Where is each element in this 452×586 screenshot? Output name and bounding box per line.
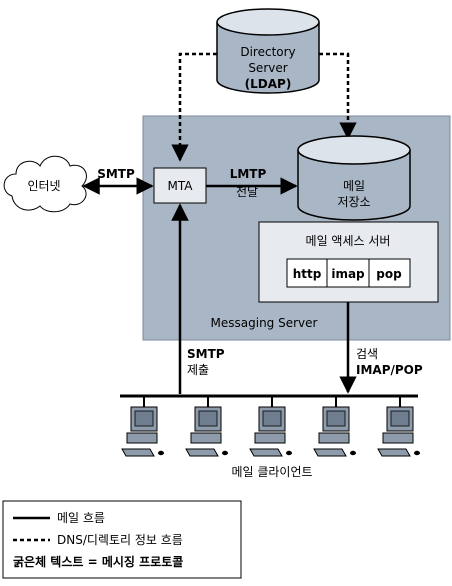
internet-label: 인터넷 bbox=[27, 179, 60, 193]
smtp-internet-label: SMTP bbox=[97, 167, 135, 181]
mail-access-server-title: 메일 액세스 서버 bbox=[306, 234, 391, 248]
protocol-box-http bbox=[286, 258, 328, 288]
mail-client-computer bbox=[185, 396, 228, 457]
directory-server-line2: Server bbox=[248, 61, 287, 75]
mail-client-computer bbox=[313, 396, 356, 457]
legend-dashed-label: DNS/디렉토리 정보 흐름 bbox=[57, 533, 183, 547]
dashed-link-mta bbox=[171, 52, 217, 162]
mail-store-line1: 메일 bbox=[343, 179, 365, 193]
legend-bold-note: 굵은체 텍스트 = 메시징 프로토콜 bbox=[13, 554, 183, 569]
legend-solid-label: 메일 흐름 bbox=[57, 511, 105, 525]
directory-server-cylinder bbox=[216, 8, 320, 94]
internet-cloud bbox=[3, 155, 87, 213]
lmtp-label: LMTP bbox=[230, 167, 267, 181]
directory-server-line3: (LDAP) bbox=[245, 77, 292, 91]
mail-clients bbox=[121, 396, 420, 457]
retrieve-caption: 검색 bbox=[356, 347, 378, 361]
dashed-link-store bbox=[319, 52, 357, 140]
smtp-submit-label: SMTP bbox=[187, 347, 225, 361]
mail-client-computer bbox=[249, 396, 292, 457]
directory-server-line1: Directory bbox=[240, 45, 295, 59]
protocol-imap: imap bbox=[331, 267, 365, 281]
retrieve-label: IMAP/POP bbox=[356, 363, 423, 377]
mail-clients-label: 메일 클라이언트 bbox=[231, 465, 312, 479]
messaging-server-label: Messaging Server bbox=[211, 316, 318, 330]
lmtp-caption: 전달 bbox=[236, 185, 258, 199]
protocol-box-pop bbox=[368, 258, 411, 288]
smtp-submit-caption: 제출 bbox=[187, 363, 209, 377]
mail-store-line2: 저장소 bbox=[337, 195, 370, 209]
protocol-pop: pop bbox=[376, 267, 402, 281]
mta-label: MTA bbox=[168, 179, 194, 193]
protocol-box-imap bbox=[326, 258, 370, 288]
mail-store-cylinder bbox=[297, 135, 411, 221]
protocol-http: http bbox=[293, 267, 322, 281]
mail-client-computer bbox=[121, 396, 164, 457]
mail-client-computer bbox=[377, 396, 420, 457]
